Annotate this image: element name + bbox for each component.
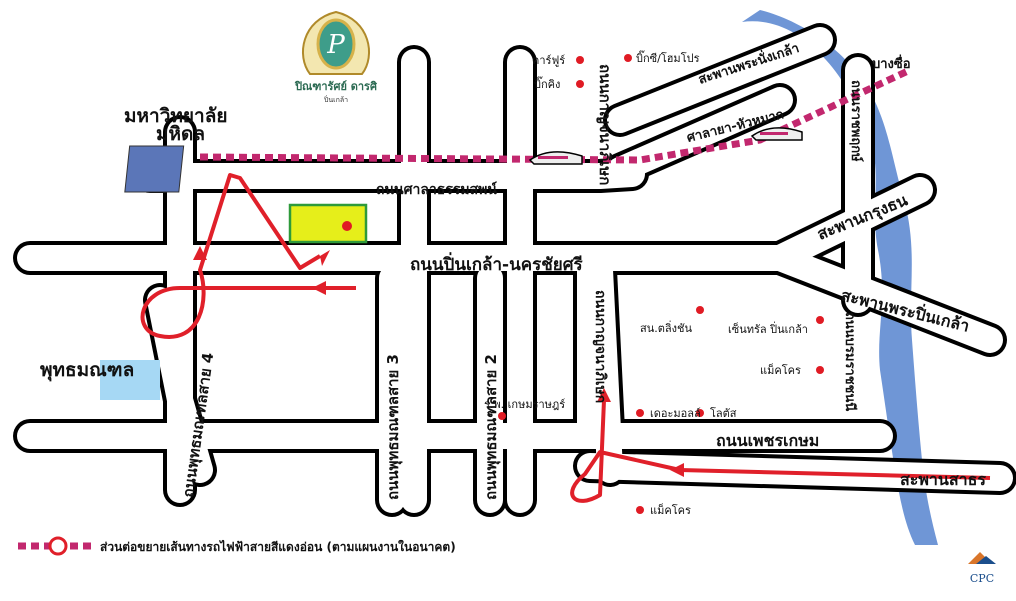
poi-label-the-mall: เดอะมอลล์ (650, 407, 701, 420)
p-crest-icon: P (302, 10, 370, 75)
road-label-borommaratchachonnani: ถนนบรมราชชนนี (842, 312, 858, 411)
place-label-mahidol-line2: มหิดล (156, 123, 205, 145)
bridge-label-sathorn: สะพานสาธร (900, 470, 986, 489)
cpc-logo-icon: CPC (968, 552, 996, 585)
poi-marker (636, 409, 644, 417)
road-label-salaya: ถนนศาลาธรรมสพน์ (376, 181, 497, 198)
light-red-line-extension (199, 66, 912, 164)
poi-label-central: เซ็นทรัล ปิ่นเกล้า (728, 321, 808, 336)
poi-label-lotus: โลตัส (710, 406, 737, 420)
logo-name: ปิณฑารัศย์ ดารศิ (294, 80, 378, 93)
road-label-pinklao: ถนนปิ่นเกล้า-นครชัยศรี (410, 252, 583, 275)
road-label-phetkasem: ถนนเพชรเกษม (716, 431, 819, 450)
poi-marker (498, 412, 506, 420)
train-icon (528, 151, 583, 165)
poi-marker (696, 409, 704, 417)
poi-label-taling-chan: สน.ตลิ่งชัน (640, 320, 692, 335)
logo-subtitle: ปิ่นเกล้า (324, 95, 348, 104)
project-site-marker (342, 221, 352, 231)
poi-marker (576, 80, 584, 88)
cpc-text: CPC (970, 572, 994, 585)
road-label-phutthamonthon-2: ถนนพุทธมณฑลสาย 2 (482, 354, 501, 500)
place-label-buddhamonthon: พุทธมณฑล (40, 359, 134, 382)
chao-phraya-river (742, 10, 938, 545)
poi-label-carrefour: คาร์ฟูร์ (532, 54, 565, 67)
rail-terminal-label: บางซื่อ (872, 54, 911, 72)
poi-label-big-king: บิ๊กคิง (534, 76, 560, 91)
legend: ส่วนต่อขยายเส้นทางรถไฟฟ้าสายสีแดงอ่อน (ต… (18, 536, 456, 556)
road-label-phutthamonthon-3: ถนนพุทธมณฑลสาย 3 (384, 354, 403, 500)
mahidol-university-block (124, 145, 185, 193)
poi-marker (624, 54, 632, 62)
buddhamonthon-block (100, 360, 160, 400)
station-ring-icon (48, 536, 68, 556)
suggested-route (140, 173, 991, 503)
road-label-ratchaphruek: ถนนราชพฤกษ์ (848, 80, 864, 162)
poi-label-makro-1: แม็คโคร (760, 363, 801, 377)
road-label-kanchanaphisek-north: ถนนกาญจนาภิเษก (596, 64, 614, 185)
train-icon (750, 127, 803, 141)
poi-marker (636, 506, 644, 514)
route-arrow-icon (193, 246, 684, 477)
poi-label-bigc-homepro: บิ๊กซี/โฮมโปร (636, 50, 700, 65)
poi-label-makro-2: แม็คโคร (650, 503, 691, 517)
road-label-kanchanaphisek-south: ถนนกาญจนาภิเษก (592, 290, 608, 403)
project-site[interactable] (288, 203, 368, 244)
logo-letter: P (326, 30, 345, 60)
poi-marker (696, 306, 704, 314)
poi-marker (816, 366, 824, 374)
poi-label-hospital: ร.พ. เกษมราษฎร์ (484, 398, 565, 411)
place-label-mahidol-line1: มหาวิทยาลัย (124, 105, 228, 127)
poi-marker (816, 316, 824, 324)
legend-text: ส่วนต่อขยายเส้นทางรถไฟฟ้าสายสีแดงอ่อน (ต… (100, 539, 456, 554)
poi-marker (576, 56, 584, 64)
